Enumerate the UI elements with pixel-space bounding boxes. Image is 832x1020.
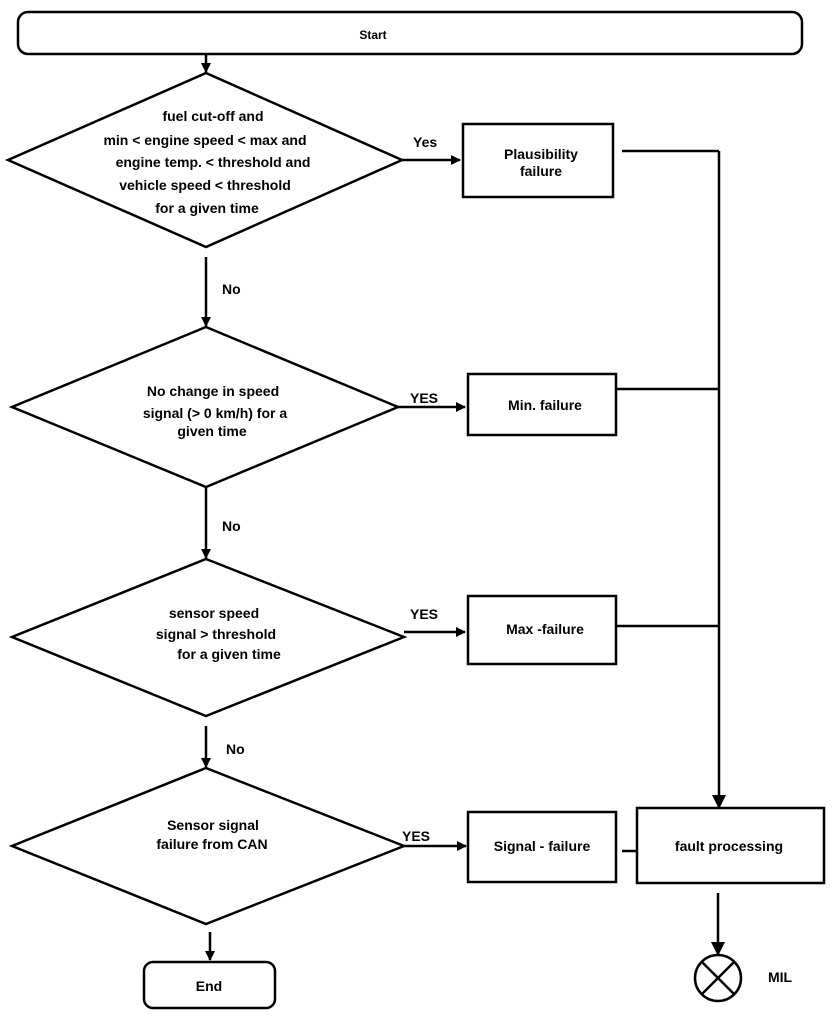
min-failure-box: Min. failure [466,372,618,437]
decision-2-yes-label: YES [410,390,438,406]
decision-1-no-label: No [222,281,241,297]
failure-1-line-1: Plausibility [504,146,578,162]
start-label: Start [359,28,386,42]
mil-label: MIL [768,969,793,985]
decision-1-yes-label: Yes [413,134,437,150]
decision-1-line-3: engine temp. < threshold and [116,154,311,170]
decision-2-line-1: No change in speed [147,383,279,399]
end-label: End [196,978,222,994]
decision-3-yes-label: YES [410,606,438,622]
decision-4: Sensor signal failure from CAN [8,766,408,926]
fault-processing-label: fault processing [675,838,783,854]
failure-4-line-1: Signal - failure [494,838,591,854]
fault-processing-box: fault processing [635,806,826,885]
failure-3-line-1: Max -failure [506,621,584,637]
decision-3-no-label: No [226,741,245,757]
start-node: Start [16,10,804,56]
decision-2-line-2: signal (> 0 km/h) for a [143,405,288,421]
failure-1-line-2: failure [520,163,562,179]
max-failure-box: Max -failure [466,594,618,666]
decision-4-line-2: failure from CAN [156,836,267,852]
decision-3: sensor speed signal > threshold for a gi… [8,557,408,718]
decision-3-line-2: signal > threshold [156,626,276,642]
decision-1-line-2: min < engine speed < max and [103,132,306,148]
decision-1: fuel cut-off and min < engine speed < ma… [4,71,406,249]
decision-4-yes-label: YES [402,828,430,844]
decision-1-line-5: for a given time [155,200,259,216]
failure-collector [616,149,726,853]
decision-3-line-1: sensor speed [169,605,259,621]
decision-2-line-3: given time [177,423,246,439]
decision-1-line-4: vehicle speed < threshold [119,177,291,193]
mil-lamp-icon [693,953,743,1003]
signal-failure-box: Signal - failure [466,810,618,884]
failure-2-line-1: Min. failure [508,397,582,413]
decision-3-line-3: for a given time [177,646,281,662]
end-node: End [142,960,277,1010]
decision-1-line-1: fuel cut-off and [162,108,263,124]
decision-4-line-1: Sensor signal [167,817,259,833]
plausibility-failure-box: Plausibility failure [461,122,615,199]
decision-2: No change in speed signal (> 0 km/h) for… [8,325,402,489]
decision-2-no-label: No [222,518,241,534]
